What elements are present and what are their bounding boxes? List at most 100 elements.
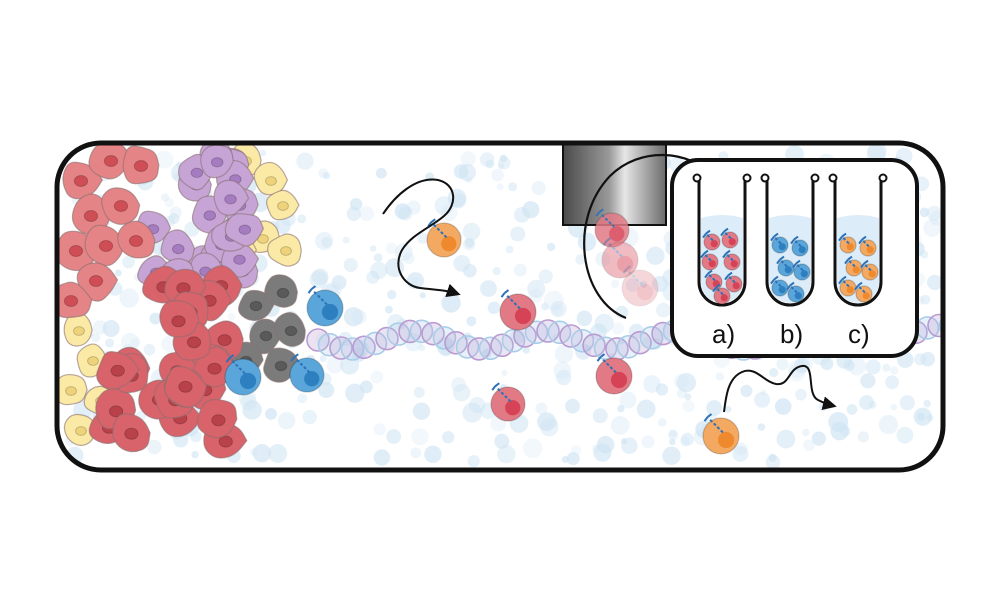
sorted-cell-nucleus (866, 246, 874, 254)
red-cell (499, 289, 537, 331)
tube-lip (760, 173, 770, 183)
matrix-dot (652, 275, 668, 292)
gray-cell-nucleus (284, 325, 298, 337)
sorted-cell-nucleus (846, 243, 854, 251)
matrix-dot (440, 204, 458, 222)
gray-cell-nucleus (276, 287, 290, 299)
antibody-icon (854, 281, 866, 294)
tumor-cell-nucleus (124, 427, 139, 440)
gray-cell-nucleus (259, 330, 273, 342)
matrix-dot (551, 303, 564, 316)
matrix-dot (919, 207, 930, 218)
matrix-dot (802, 428, 810, 436)
matrix-dot (394, 203, 411, 220)
sorting-inset: a) b) c) (670, 158, 919, 358)
antibody-icon (602, 237, 624, 259)
fiber-bead (938, 313, 943, 338)
migration-paths (382, 153, 837, 413)
antibody-icon (712, 283, 724, 296)
matrix-dot (464, 238, 475, 248)
antibody-icon (858, 235, 870, 248)
sorted-cell-nucleus (794, 292, 802, 300)
matrix-dot (929, 210, 943, 226)
matrix-dot (510, 226, 526, 242)
antibody-icon (596, 353, 618, 375)
tube-lip (692, 173, 702, 183)
sorted-cell (702, 229, 721, 251)
matrix-dot (168, 213, 180, 224)
matrix-dot (676, 373, 696, 393)
tube-wall (697, 180, 747, 307)
matrix-dot (259, 149, 267, 157)
matrix-dot (846, 404, 858, 415)
matrix-dot (297, 393, 308, 404)
purple-cell-nucleus (172, 243, 185, 255)
matrix-dot (641, 435, 655, 449)
pink-cell-nucleus (73, 175, 89, 187)
matrix-dot (531, 180, 546, 196)
tube-wall (765, 180, 815, 307)
red-cell (490, 382, 526, 422)
sorted-cell (776, 255, 795, 277)
matrix-dot (920, 294, 931, 305)
matrix-dot (760, 389, 767, 396)
matrix-dot (680, 436, 691, 447)
migration-arrow-1 (382, 178, 461, 298)
chamber-outline (54, 140, 946, 473)
antibody-icon (500, 289, 522, 311)
sorted-cell-nucleus (862, 292, 870, 300)
matrix-dot (343, 258, 358, 272)
yellow-cell-nucleus (65, 386, 77, 396)
aspirated-red-cell-nucleus (609, 226, 625, 242)
matrix-dot (828, 412, 849, 432)
red-cell-nucleus (505, 400, 521, 416)
matrix-dot (890, 403, 898, 411)
matrix-dot (610, 416, 630, 435)
tube-wall (833, 180, 883, 307)
matrix-dot (252, 444, 272, 463)
matrix-dot (554, 344, 574, 364)
matrix-dot (338, 331, 353, 346)
pink-cell-nucleus (128, 235, 144, 247)
matrix-dot (740, 384, 753, 397)
yellow-cell-nucleus (87, 356, 99, 366)
matrix-dot (315, 231, 334, 251)
orange-cell-nucleus (441, 236, 457, 252)
sorted-cell (712, 283, 731, 305)
matrix-dot (732, 445, 749, 462)
fiber-bead (501, 328, 526, 353)
matrix-dot (706, 400, 723, 416)
matrix-dot (492, 267, 501, 276)
matrix-dot (839, 425, 851, 437)
matrix-dot (878, 414, 899, 435)
pink-cell-nucleus (68, 245, 84, 257)
matrix-dot (342, 236, 350, 244)
pink-cell-nucleus (103, 155, 119, 167)
red-cell-nucleus (514, 307, 532, 325)
matrix-dot (160, 193, 170, 202)
matrix-dot (242, 400, 262, 420)
matrix-dot (926, 414, 934, 422)
matrix-dot (776, 429, 796, 449)
matrix-dot (487, 301, 501, 315)
blue-cell-nucleus (321, 303, 339, 321)
sorted-cell (838, 232, 857, 254)
matrix-dot (462, 402, 483, 423)
sorted-cell-nucleus (868, 270, 876, 278)
matrix-dot (466, 316, 477, 327)
sorted-cell (860, 259, 879, 281)
antibody-icon (700, 249, 712, 262)
sorted-cell (722, 249, 741, 271)
matrix-dot (321, 236, 332, 248)
matrix-dot (566, 452, 580, 466)
matrix-dot (656, 302, 671, 318)
blue-cell (289, 353, 325, 393)
matrix-dot (114, 269, 122, 277)
matrix-dot (384, 305, 393, 314)
tumor-cell-nucleus (108, 405, 124, 418)
yellow-cell-nucleus (277, 201, 289, 211)
matrix-dot (669, 438, 676, 446)
fiber-bead (386, 322, 411, 346)
tube-lip (878, 173, 888, 183)
